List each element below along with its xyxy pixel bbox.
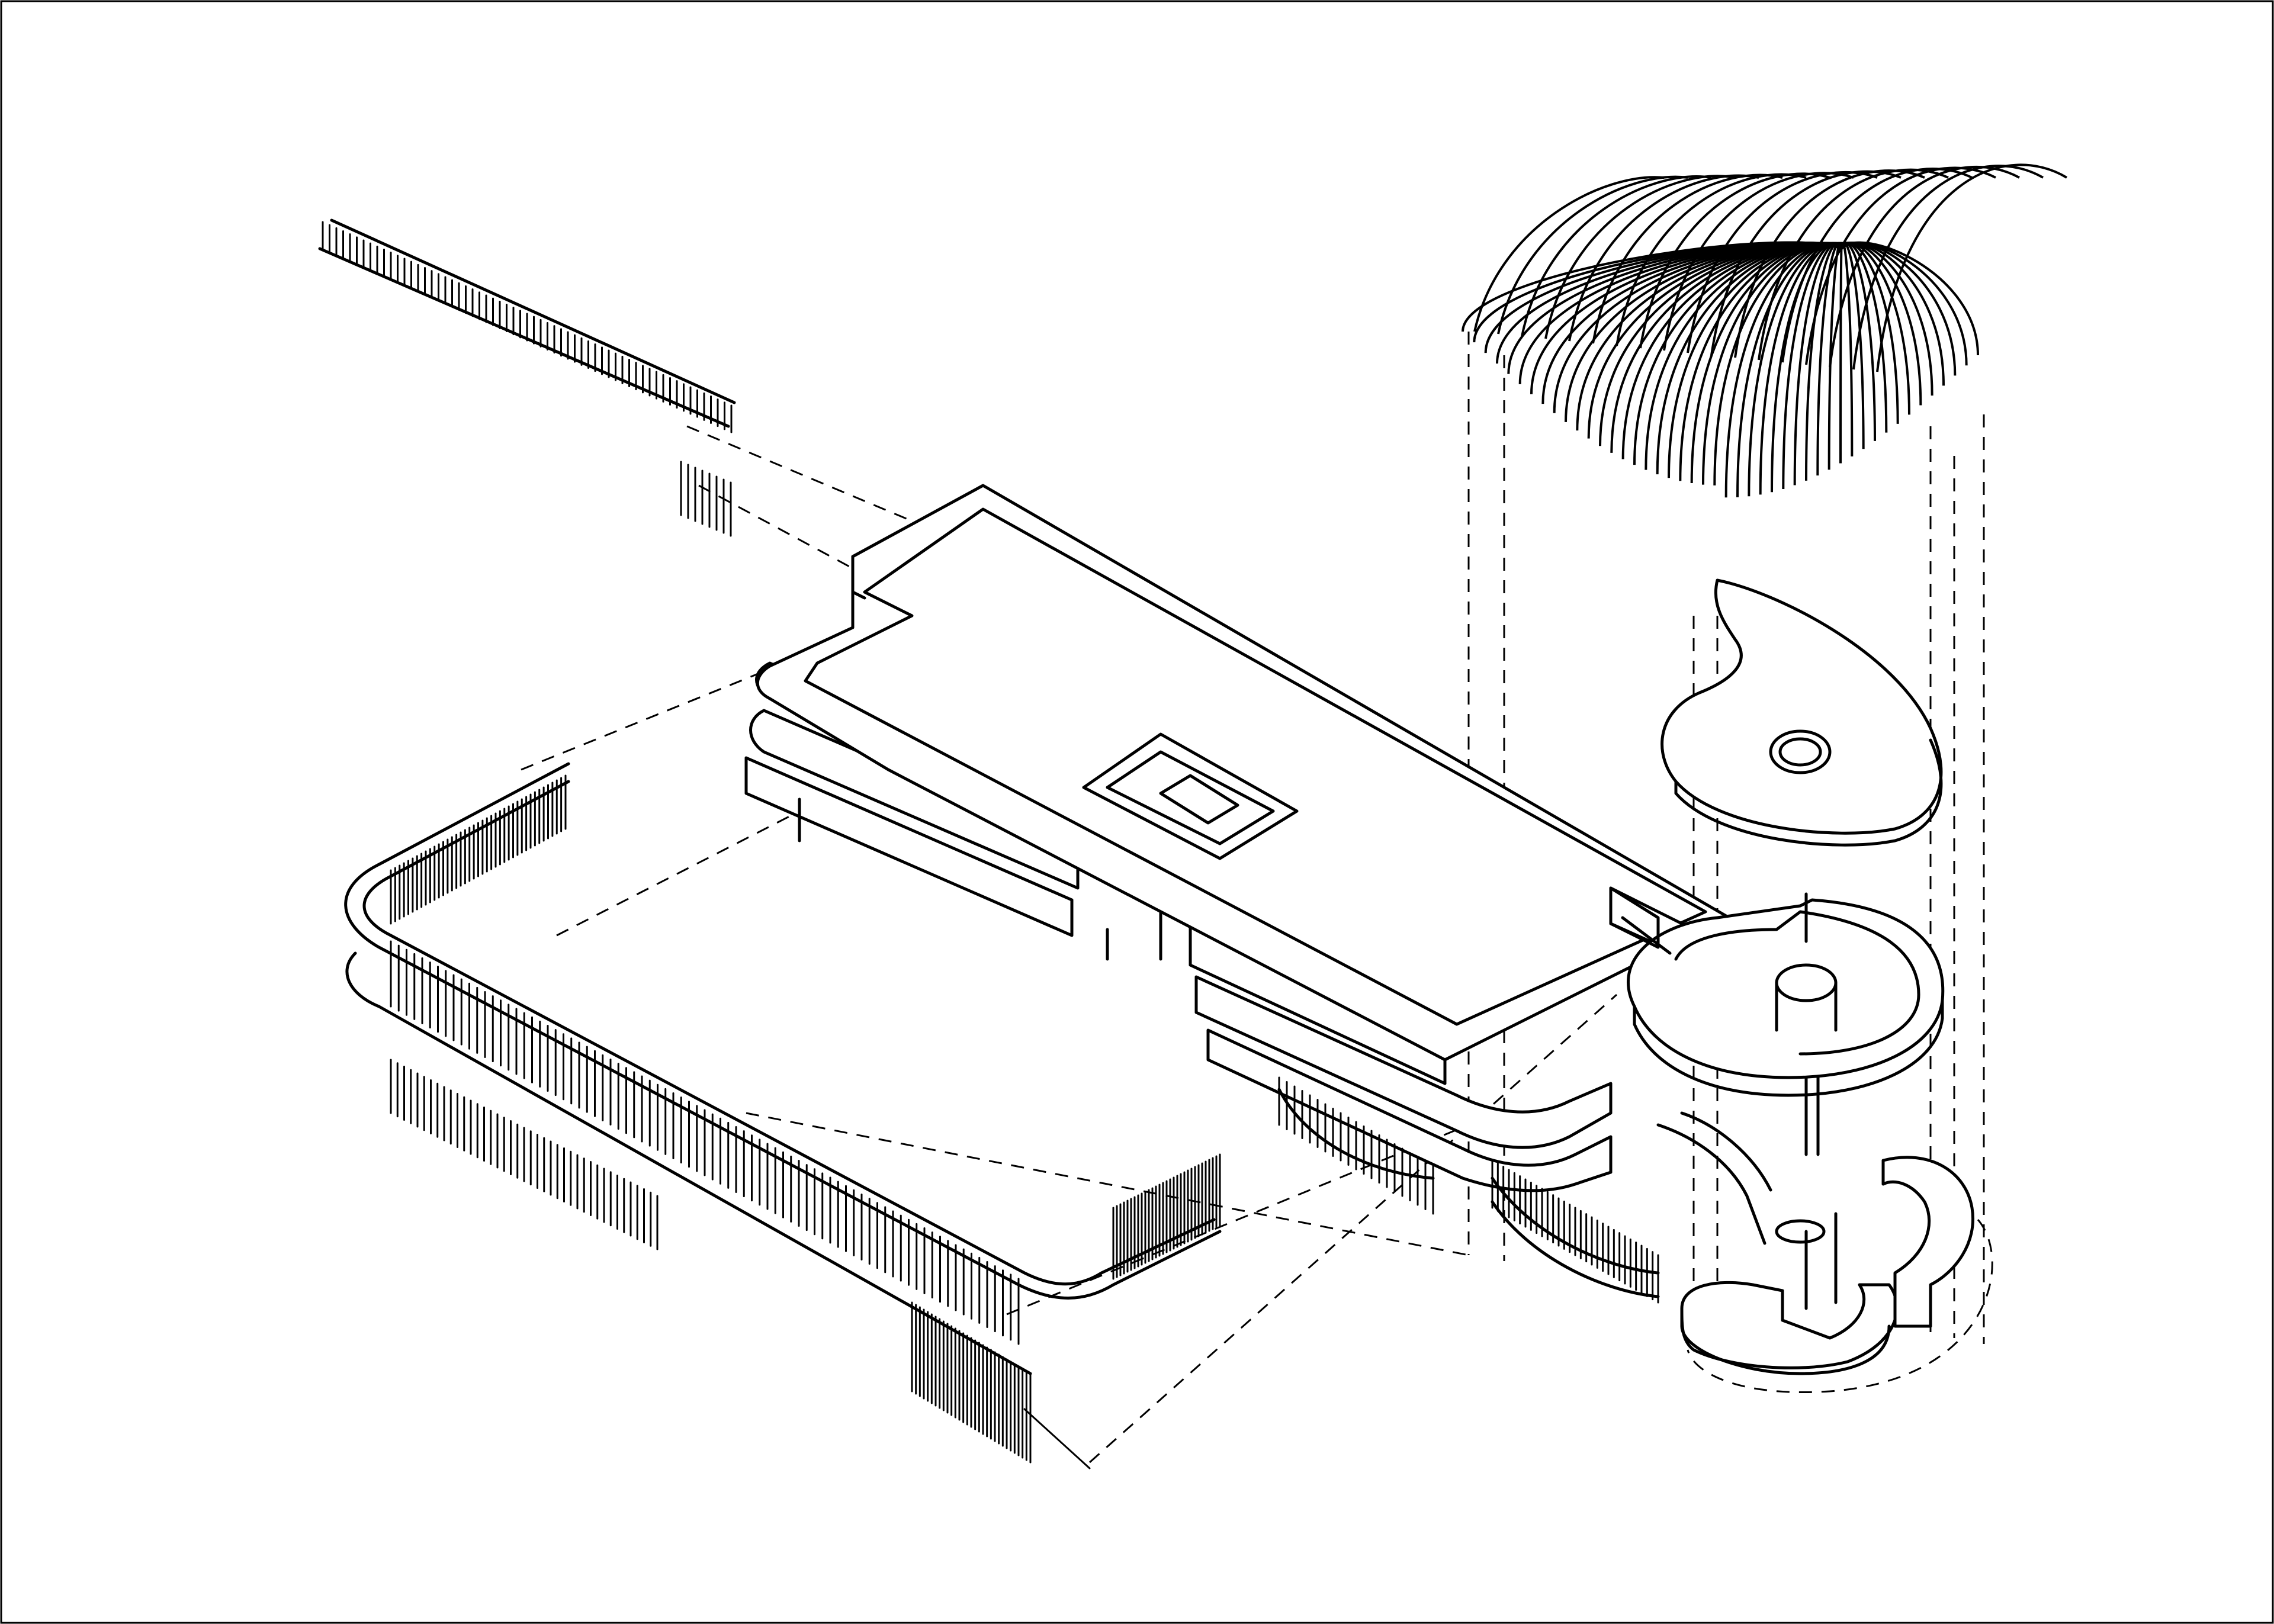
courtyard-light-well — [1082, 732, 1299, 860]
colonnade-rail — [344, 762, 1222, 1469]
dome-ribs — [1462, 163, 2068, 498]
spiral-base — [1656, 1111, 1974, 1375]
comb-screen — [322, 221, 733, 537]
comb-screen-frame — [318, 218, 736, 428]
teardrop-slab — [1660, 578, 1943, 847]
curved-lattice-wall — [1277, 1076, 1660, 1304]
round-terrace — [1609, 886, 1945, 1156]
